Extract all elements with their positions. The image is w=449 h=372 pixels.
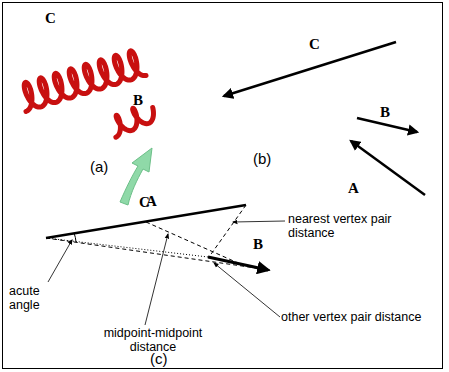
panel-label: (c) <box>150 350 168 367</box>
angle-arc <box>74 233 76 242</box>
leader <box>145 234 168 325</box>
nearest-dashed <box>209 205 246 257</box>
leader <box>233 221 285 222</box>
vector-label: B <box>380 104 390 121</box>
annotation: acute angle <box>8 284 54 313</box>
segment-label: B <box>253 236 263 253</box>
annotation: nearest vertex pair distance <box>287 212 405 241</box>
vector-b <box>357 118 417 132</box>
annotation: other vertex pair distance <box>280 310 422 324</box>
segment-b <box>208 257 268 270</box>
alpha-helix <box>116 107 154 137</box>
vector-label: A <box>348 180 359 197</box>
helix-label: B <box>133 92 143 109</box>
midpoint-dashed <box>146 222 238 263</box>
frame <box>3 3 443 369</box>
vector-label: C <box>309 36 320 53</box>
helix-ribbons <box>24 51 153 137</box>
alpha-helix <box>24 51 146 112</box>
panel-label: (b) <box>253 150 271 167</box>
leader <box>214 263 280 317</box>
other-dashed <box>46 238 270 270</box>
helix-label: C <box>45 10 56 27</box>
segment-label: C <box>139 194 150 211</box>
vector-a <box>351 141 425 195</box>
parallel-dotted <box>46 238 208 257</box>
leader <box>48 240 72 282</box>
panel-label: (a) <box>90 158 108 175</box>
